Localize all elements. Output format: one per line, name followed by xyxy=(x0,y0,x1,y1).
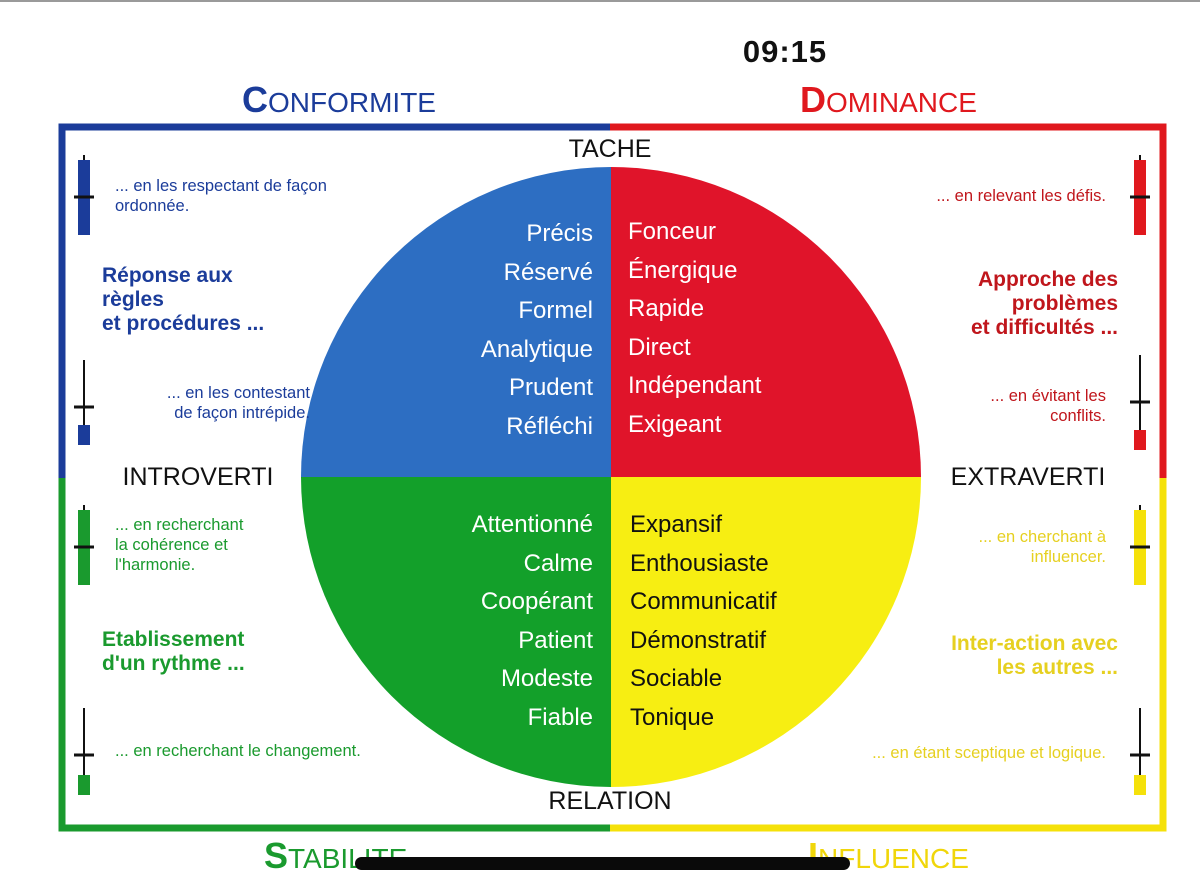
frame-yellow xyxy=(610,478,1167,832)
top-divider xyxy=(0,0,1200,2)
trait-word: Exigeant xyxy=(628,410,722,438)
trait-word: Démonstratif xyxy=(630,626,767,654)
frame-green xyxy=(58,478,610,832)
frame-red xyxy=(610,123,1167,478)
axis-bottom-label: RELATION xyxy=(548,787,672,815)
green-low-text: ... en recherchant le changement. xyxy=(115,742,361,760)
trait-word: Sociable xyxy=(630,665,723,692)
title-dominance-initial: D xyxy=(800,79,826,120)
green-focus-text: Etablissement d'un rythme ... xyxy=(102,628,245,675)
trait-word: Tonique xyxy=(630,703,715,731)
trait-word: Précis xyxy=(526,220,593,247)
red-focus-text: Approche des problèmes et difficultés ..… xyxy=(970,268,1118,339)
trait-word: Patient xyxy=(518,626,593,654)
title-conformite-initial: C xyxy=(242,79,268,120)
trait-word: Réfléchi xyxy=(506,412,593,440)
trait-word: Direct xyxy=(628,333,691,361)
title-conformite: CONFORMITE xyxy=(242,82,436,120)
red-high-text: ... en relevant les défis. xyxy=(936,187,1106,205)
title-dominance: DOMINANCE xyxy=(800,82,977,120)
quadrant-yellow-words: Expansif Enthousiaste Communicatif Démon… xyxy=(630,506,870,737)
axis-left-label: INTROVERTI xyxy=(122,463,274,491)
home-indicator[interactable] xyxy=(355,857,850,870)
trait-word: Formel xyxy=(518,297,593,324)
axis-top-label: TACHE xyxy=(568,135,652,163)
blue-focus-text: Réponse aux règles et procédures ... xyxy=(102,264,265,335)
blue-high-text: ... en les respectant de façon ordonnée. xyxy=(115,177,327,215)
quadrant-red-words: Fonceur Énergique Rapide Direct Indépend… xyxy=(628,213,858,444)
title-influence-initial: I xyxy=(808,835,819,876)
frame-blue xyxy=(58,123,610,478)
blue-low-text: ... en les contestant de façon intrépide… xyxy=(166,384,310,422)
trait-word: Communicatif xyxy=(630,588,777,615)
title-dominance-rest: OMINANCE xyxy=(826,87,977,118)
green-high-text: ... en recherchant la cohérence et l'har… xyxy=(115,516,244,574)
red-low-text: ... en évitant les conflits. xyxy=(990,387,1106,425)
trait-word: Fiable xyxy=(527,703,593,731)
yellow-low-text: ... en étant sceptique et logique. xyxy=(872,744,1106,762)
title-conformite-rest: ONFORMITE xyxy=(268,87,436,118)
quadrant-blue xyxy=(301,167,611,477)
status-time: 09:15 xyxy=(742,34,828,69)
trait-word: Rapide xyxy=(628,295,705,322)
trait-word: Prudent xyxy=(508,374,593,401)
trait-word: Énergique xyxy=(628,256,738,284)
axis-right-label: EXTRAVERTI xyxy=(950,463,1106,491)
title-stabilite-initial: S xyxy=(264,835,289,876)
trait-word: Expansif xyxy=(630,511,723,538)
trait-word: Analytique xyxy=(480,335,593,363)
frame xyxy=(58,123,1167,832)
yellow-focus-text: Inter-action avec les autres ... xyxy=(951,632,1118,679)
scale-gauges xyxy=(74,155,1150,795)
quadrant-yellow xyxy=(611,477,921,787)
trait-word: Attentionné xyxy=(471,511,593,538)
trait-word: Fonceur xyxy=(628,218,717,245)
trait-word: Modeste xyxy=(500,665,593,692)
trait-word: Calme xyxy=(523,549,593,577)
trait-word: Coopérant xyxy=(480,588,593,615)
disc-circle xyxy=(301,167,921,787)
trait-word: Indépendant xyxy=(628,372,762,399)
yellow-high-text: ... en cherchant à influencer. xyxy=(978,528,1107,566)
trait-word: Enthousiaste xyxy=(630,549,769,577)
trait-word: Réservé xyxy=(503,258,593,286)
quadrant-red xyxy=(611,167,921,477)
quadrant-blue-words: Précis Réservé Formel Analytique Prudent… xyxy=(380,215,593,446)
quadrant-green xyxy=(301,477,611,787)
quadrant-green-words: Attentionné Calme Coopérant Patient Mode… xyxy=(370,506,593,737)
